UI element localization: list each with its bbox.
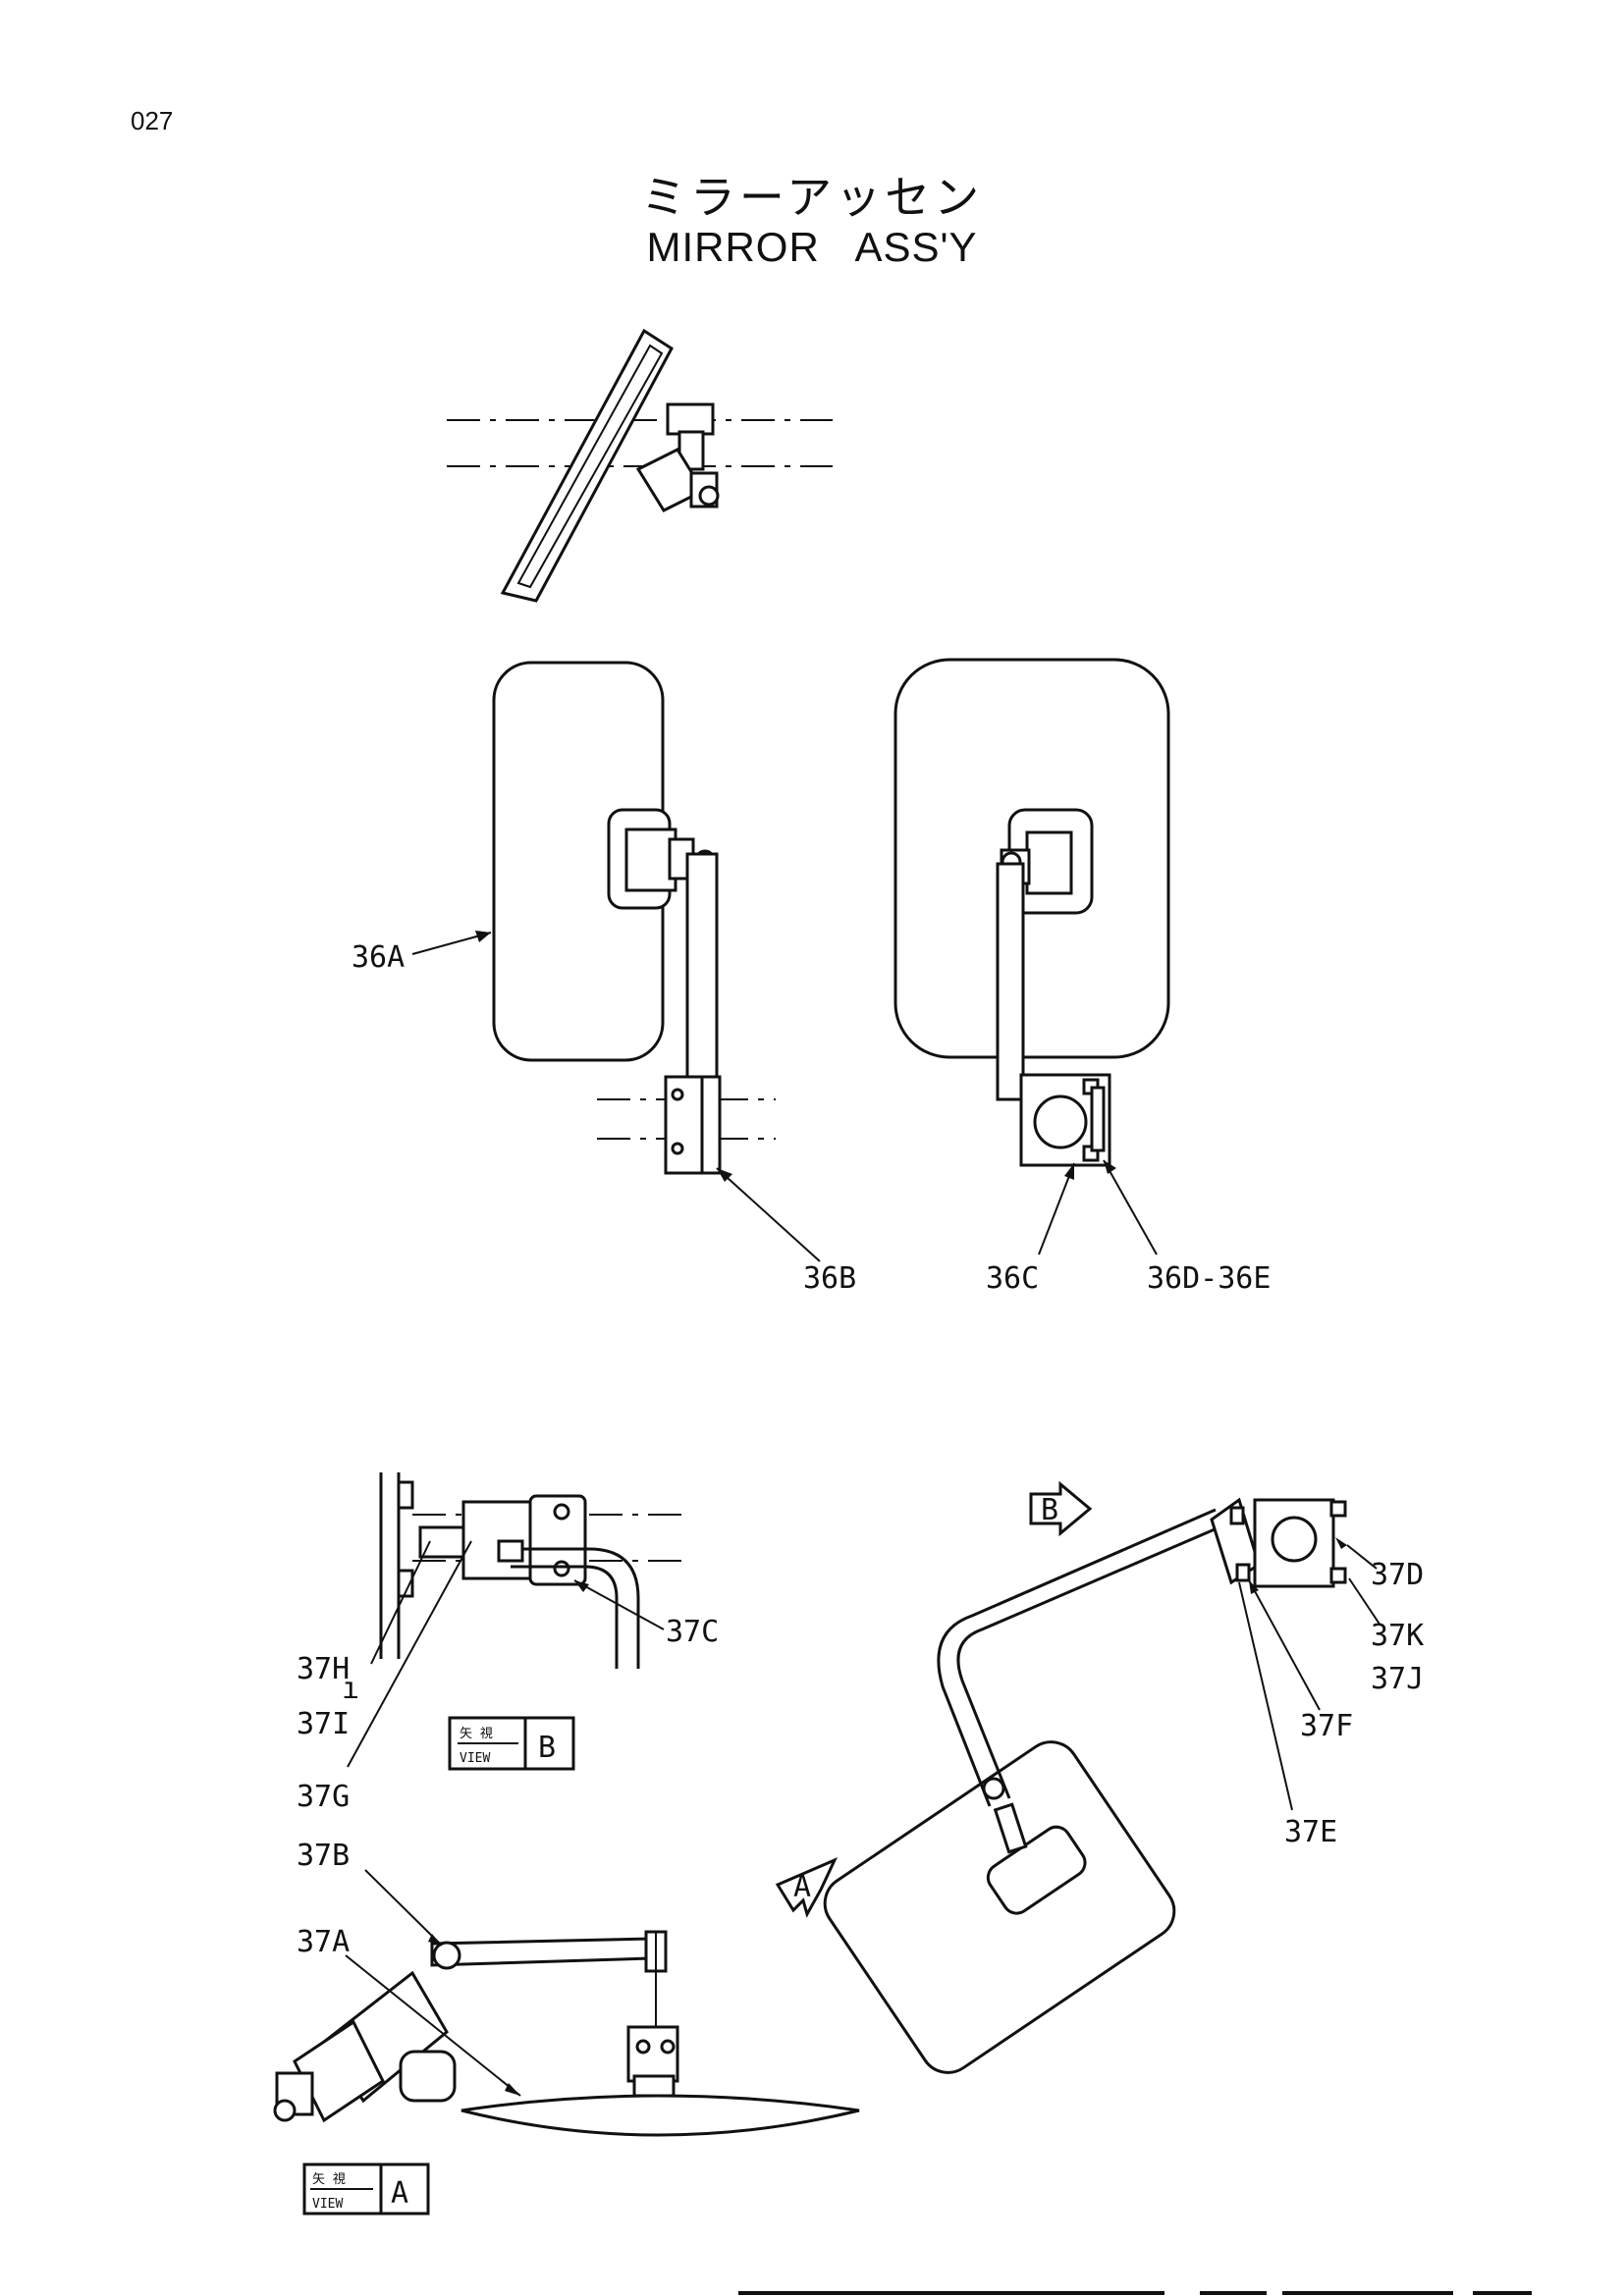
front-view-right (893, 658, 1170, 1167)
title-english: MIRROR ASS'Y (646, 224, 978, 270)
page-number: 027 (131, 106, 174, 135)
svg-text:ı: ı (342, 1672, 359, 1706)
callout-37G: 37G (297, 1780, 350, 1814)
svg-text:B: B (1041, 1493, 1058, 1527)
front-view-left (492, 661, 776, 1175)
svg-text:VIEW: VIEW (312, 2197, 343, 2212)
callout-37A: 37A (297, 1925, 350, 1959)
side-view-mirror (447, 328, 833, 603)
svg-text:VIEW: VIEW (460, 1751, 490, 1766)
callout-37I: 37I (297, 1707, 350, 1741)
svg-text:矢 視: 矢 視 (460, 1727, 493, 1741)
callout-37H: 37H (297, 1652, 350, 1686)
isometric-view (823, 1497, 1347, 2074)
view-b-arrow-marker: B (1029, 1480, 1093, 1537)
callout-37B: 37B (297, 1839, 350, 1873)
view-b-drawing (379, 1472, 687, 1669)
callout-36A: 36A (352, 940, 405, 975)
svg-text:矢 視: 矢 視 (312, 2172, 346, 2187)
callout-37E: 37E (1284, 1815, 1337, 1849)
svg-text:B: B (538, 1731, 556, 1765)
callout-36C: 36C (986, 1261, 1039, 1296)
view-a-leader-lines (345, 1869, 521, 2097)
view-a-arrow-marker: A (775, 1857, 839, 1918)
callout-37C: 37C (666, 1615, 719, 1649)
callout-37D: 37D (1371, 1558, 1424, 1592)
svg-text:A: A (793, 1870, 811, 1904)
callout-36B: 36B (803, 1261, 856, 1296)
callout-36D-36E: 36D-36E (1147, 1261, 1271, 1296)
callout-37F: 37F (1300, 1709, 1353, 1743)
view-b-label: 矢 視 VIEW B (448, 1716, 575, 1771)
view-a-label: 矢 視 VIEW A (302, 2163, 430, 2216)
svg-text:A: A (391, 2176, 408, 2211)
title-japanese: ミラーアッセン (640, 171, 984, 224)
view-b-leader-lines (347, 1540, 665, 1768)
view-a-drawing (273, 1930, 860, 2137)
callout-37K: 37K (1371, 1619, 1424, 1653)
callout-37J: 37J (1371, 1662, 1424, 1696)
callout-labels: 36A 36B 36C 36D-36E 37C 37H ı 37I 37G 37… (297, 940, 1424, 1959)
upper-leader-lines (411, 931, 1158, 1262)
isometric-leader-lines (1238, 1537, 1381, 1811)
